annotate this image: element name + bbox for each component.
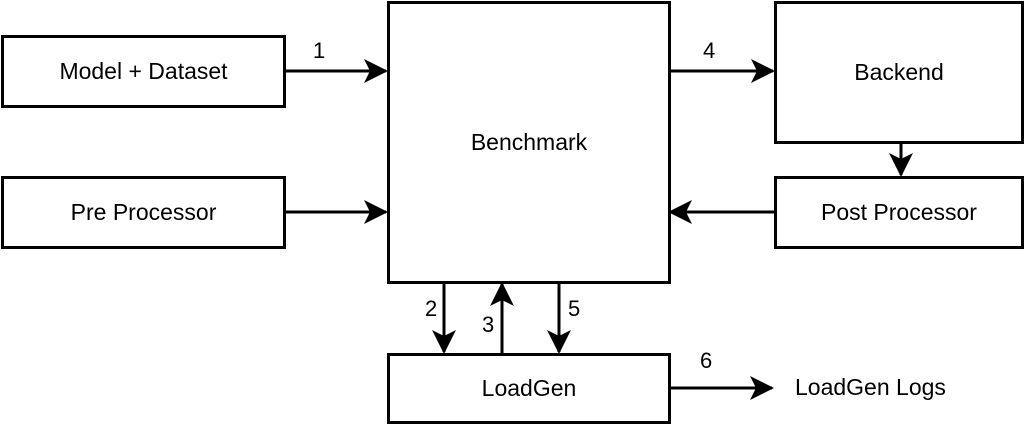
post-processor-label: Post Processor [821, 199, 977, 225]
benchmark-node: Benchmark [387, 1, 671, 284]
arrowhead-6 [750, 376, 774, 400]
edge-label-2: 2 [425, 296, 438, 321]
pre-processor-node: Pre Processor [1, 176, 286, 249]
edge-label-5: 5 [568, 296, 581, 321]
loadgen-logs-label: LoadGen Logs [795, 374, 946, 400]
loadgen-label: LoadGen [481, 375, 577, 401]
arrowhead-5 [547, 330, 571, 354]
edge-label-1: 1 [313, 38, 326, 63]
pre-processor-label: Pre Processor [70, 199, 217, 225]
model-dataset-label: Model + Dataset [59, 58, 228, 84]
edge-label-4: 4 [703, 38, 716, 63]
benchmark-label: Benchmark [470, 129, 588, 155]
arrowhead-4 [751, 59, 775, 83]
arrowhead-3 [490, 282, 514, 306]
arrowhead-post [668, 200, 692, 224]
arrowhead-pre [364, 200, 388, 224]
loadgen-node: LoadGen [387, 353, 671, 424]
post-processor-node: Post Processor [774, 176, 1024, 249]
arrowhead-backend-post [889, 153, 913, 177]
edge-label-3: 3 [482, 312, 495, 337]
arrowhead-2 [432, 330, 456, 354]
edge-label-6: 6 [700, 348, 713, 373]
model-dataset-node: Model + Dataset [1, 35, 286, 108]
backend-label: Backend [854, 59, 944, 85]
backend-node: Backend [774, 1, 1024, 144]
arrowhead-1 [364, 59, 388, 83]
